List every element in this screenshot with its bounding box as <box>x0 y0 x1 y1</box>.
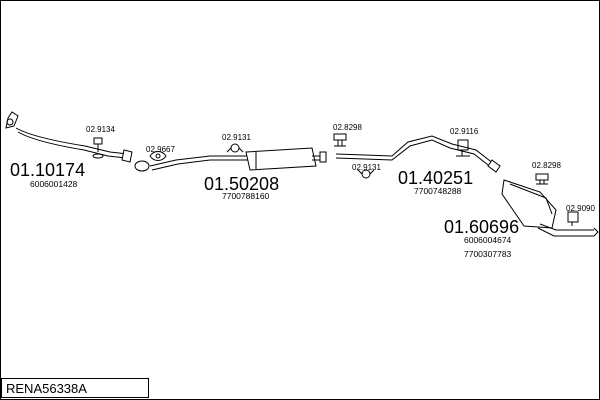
small-part-label-5: 02.9131 <box>352 163 381 172</box>
part-ref-1a: 6006001428 <box>30 179 78 189</box>
rear-pipe-drawing <box>335 135 501 173</box>
hanger-02-9131-b-icon <box>357 169 375 179</box>
part-number-2: 01.50208 <box>204 174 279 194</box>
small-part-label-1: 02.9134 <box>86 125 115 134</box>
small-part-label-8: 02.9090 <box>566 204 595 213</box>
intermediate-pipe-drawing <box>134 147 327 172</box>
small-part-label-6: 02.9116 <box>450 127 479 136</box>
part-number-1: 01.10174 <box>10 160 85 180</box>
clamp-02-9134-icon <box>92 137 104 159</box>
clamp-02-8298-icon <box>333 133 347 147</box>
part-number-4: 01.60696 <box>444 217 519 237</box>
small-part-label-7: 02.8298 <box>532 161 561 170</box>
clamp-02-8298-b-icon <box>535 173 549 185</box>
part-number-3: 01.40251 <box>398 168 473 188</box>
part-ref-2a: 7700788160 <box>222 191 270 201</box>
hanger-02-9090-icon <box>567 211 579 226</box>
small-part-label-3: 02.9131 <box>222 133 251 142</box>
small-part-label-4: 02.8298 <box>333 123 362 132</box>
part-ref-4b: 7700307783 <box>464 249 512 259</box>
clamp-icons <box>92 133 579 226</box>
clamp-02-9667-icon <box>149 151 167 161</box>
rear-silencer-drawing <box>501 179 599 237</box>
front-pipe-drawing <box>5 111 133 163</box>
hanger-02-9116-icon <box>456 139 470 157</box>
small-part-label-2: 02.9667 <box>146 145 175 154</box>
part-ref-4a: 6006004674 <box>464 235 512 245</box>
diagram-title: RENA56338A <box>6 381 87 396</box>
hanger-02-9131-icon <box>226 143 244 153</box>
diagram-title-box: RENA56338A <box>1 378 149 398</box>
part-ref-3a: 7700748288 <box>414 186 462 196</box>
